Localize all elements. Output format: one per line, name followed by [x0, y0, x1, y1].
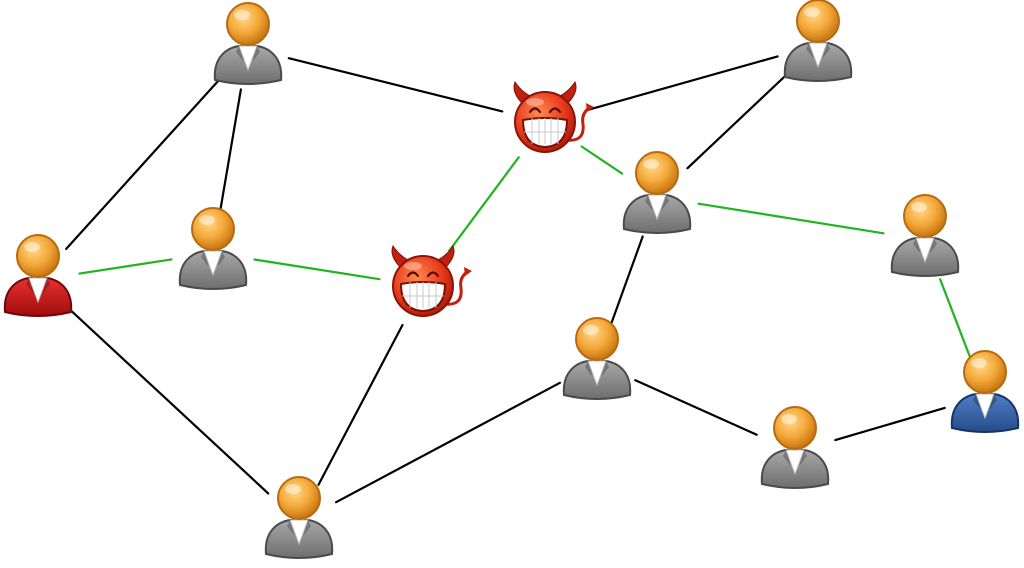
edge-u8-blue: [834, 406, 946, 442]
person-icon-u8: [760, 406, 830, 489]
nodes-layer: [3, 0, 1020, 559]
edge-u1-u2: [219, 88, 242, 213]
compromised-edge-u2-d2: [253, 258, 381, 281]
person-icon-red: [3, 234, 73, 317]
devil-face-icon-d1: [513, 80, 594, 153]
edge-d1-u3: [586, 55, 779, 112]
person-icon-u7: [264, 476, 334, 559]
edge-d2-u7: [317, 323, 404, 486]
compromised-edge-d1-u4: [580, 145, 624, 175]
edge-u4-u6: [610, 235, 644, 325]
person-icon-u4: [622, 151, 692, 234]
edge-u1-d1: [287, 57, 504, 113]
person-icon-u2: [178, 207, 248, 290]
compromised-edge-u4-u5: [697, 202, 885, 235]
edge-u3-u4: [686, 72, 789, 170]
person-icon-u3: [783, 0, 853, 82]
edge-red-u7: [67, 307, 270, 495]
person-icon-blue: [950, 350, 1020, 433]
person-icon-u1: [213, 2, 283, 85]
edges-layer: [65, 55, 972, 504]
compromised-edge-red-u2: [78, 258, 173, 275]
person-icon-u5: [890, 194, 960, 277]
person-icon-u6: [562, 317, 632, 400]
compromised-edge-u5-blue: [938, 278, 972, 358]
compromised-edge-d2-d1: [448, 156, 520, 252]
edge-u6-u7: [335, 381, 562, 504]
edge-u1-red: [65, 77, 221, 250]
edge-u6-u8: [634, 379, 758, 436]
devil-face-icon-d2: [391, 244, 472, 317]
